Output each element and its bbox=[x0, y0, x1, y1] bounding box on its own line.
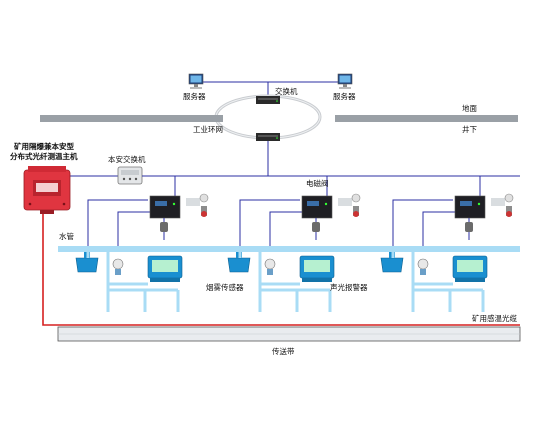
server-label-right: 服务器 bbox=[333, 92, 356, 101]
host-label-line2: 分布式光纤测温主机 bbox=[10, 152, 78, 161]
host-label-line1: 矿用隔爆兼本安型 bbox=[14, 142, 74, 151]
ring-downlink-line bbox=[142, 141, 269, 177]
ring-switch-icon bbox=[256, 133, 280, 141]
surface-label: 地面 bbox=[462, 104, 477, 113]
ground-divider-right bbox=[335, 115, 518, 122]
conveyor-label: 传送带 bbox=[272, 347, 295, 356]
solenoid-valve-label: 电磁阀 bbox=[306, 179, 329, 188]
underground-label: 井下 bbox=[462, 125, 477, 134]
alarm-label: 声光报警器 bbox=[330, 283, 368, 292]
switch-label-top: 交换机 bbox=[275, 87, 298, 96]
ring-network-label: 工业环网 bbox=[193, 125, 223, 134]
fiber-cable-label: 矿用感温光缆 bbox=[472, 314, 517, 323]
water-pipe-label: 水管 bbox=[59, 232, 74, 241]
server-pc-icon bbox=[188, 73, 204, 89]
smoke-sensor-label: 烟雾传感器 bbox=[206, 283, 244, 292]
monitoring-station bbox=[379, 174, 515, 314]
water-pipe-main bbox=[58, 246, 520, 252]
server-label-left: 服务器 bbox=[183, 92, 206, 101]
fiber-cable-line bbox=[42, 214, 520, 326]
ground-divider-left bbox=[40, 115, 223, 122]
monitoring-station bbox=[75, 176, 209, 312]
core-switch-icon bbox=[256, 96, 280, 104]
intrinsic-safe-switch-icon bbox=[117, 166, 143, 185]
intrinsic-safe-switch-label: 本安交换机 bbox=[108, 155, 146, 164]
server-pc-icon bbox=[337, 73, 353, 89]
fiber-temperature-host-icon bbox=[23, 166, 71, 214]
